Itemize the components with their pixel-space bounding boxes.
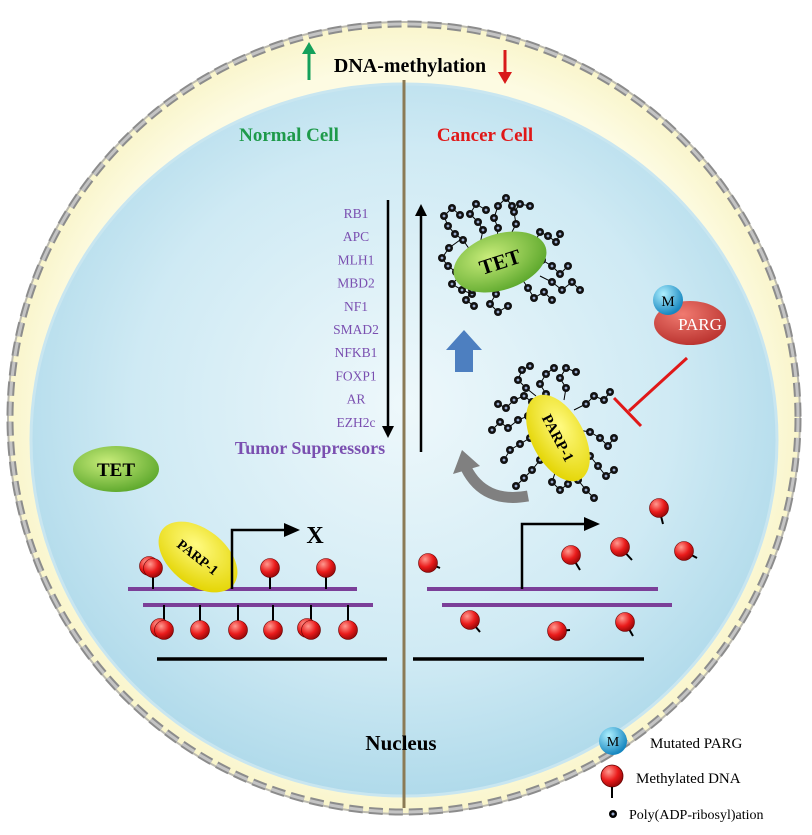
methyl-mark	[150, 605, 174, 640]
parg-label: PARG	[678, 315, 722, 334]
gene-ezh2c: EZH2c	[337, 415, 376, 430]
down-arrow-genes-head-icon	[382, 426, 394, 438]
header-group: DNA-methylation	[302, 42, 512, 84]
parp-parylation-chains	[488, 362, 618, 502]
gene-nfkb1: NFKB1	[335, 345, 378, 360]
left-transcription-arrow-head-icon	[284, 523, 300, 537]
methyl-mark	[297, 605, 321, 640]
par-chain	[577, 428, 618, 450]
dna-methylation-label: DNA-methylation	[334, 55, 486, 77]
gene-foxp1: FOXP1	[335, 368, 376, 383]
nucleus-label: Nucleus	[365, 731, 436, 755]
left-tet-label: TET	[97, 460, 135, 481]
par-chain	[486, 281, 512, 316]
methyl-mark	[561, 545, 581, 571]
legend-mutated-mark: M	[607, 735, 620, 750]
methyl-mark	[228, 605, 248, 640]
par-chain	[512, 447, 547, 490]
parg-mutation-label: M	[661, 294, 674, 310]
parg-enzyme: PARG M	[653, 285, 726, 345]
methyl-mark	[338, 605, 358, 640]
blocked-x-label: X	[306, 523, 324, 549]
legend: M Mutated PARG Methylated DNA Poly(ADP-r…	[599, 727, 764, 823]
arrow-up-head-icon	[302, 42, 316, 54]
methyl-mark	[610, 537, 633, 561]
methyl-mark	[263, 605, 283, 640]
methyl-mark	[460, 610, 481, 633]
right-tet-enzyme: TET	[453, 231, 547, 293]
par-chain	[466, 200, 490, 245]
cancer-cell-title: Cancer Cell	[437, 125, 533, 146]
par-chain	[509, 200, 534, 237]
methyl-mark	[139, 556, 163, 589]
legend-methylated-dna: Methylated DNA	[636, 771, 741, 787]
legend-mutated-icon	[599, 727, 627, 755]
normal-cell-title: Normal Cell	[239, 125, 339, 146]
methyl-mark	[615, 612, 635, 637]
methyl-mark	[190, 605, 210, 640]
parg-mutation-marker	[653, 285, 683, 315]
methyl-mark	[316, 558, 336, 589]
gene-apc: APC	[343, 229, 369, 244]
par-chain	[440, 204, 471, 251]
right-transcription-arrow-head-icon	[584, 517, 600, 531]
par-chain	[514, 362, 537, 397]
inhibition-symbol	[612, 356, 689, 428]
left-transcription-arrow	[230, 528, 288, 589]
up-arrow-genes-head-icon	[415, 204, 427, 216]
right-released-methyl-marks	[418, 498, 698, 641]
left-methyl-marks-top	[139, 556, 336, 589]
auto-modification-arrow	[453, 450, 529, 503]
methyl-mark	[547, 621, 571, 641]
par-chain	[519, 275, 556, 304]
left-tet-enzyme: TET	[73, 446, 159, 492]
methyl-mark	[674, 541, 698, 561]
legend-methyl-icon	[600, 764, 624, 788]
right-transcription-arrow	[520, 522, 588, 589]
par-chain	[556, 364, 580, 401]
tumor-suppressors-label: Tumor Suppressors	[235, 438, 385, 458]
arrow-down-head-icon	[498, 72, 512, 84]
methyl-mark	[649, 498, 669, 525]
methyl-mark	[260, 558, 280, 589]
gene-smad2: SMAD2	[333, 322, 379, 337]
gene-nf1: NF1	[344, 299, 368, 314]
gene-ar: AR	[347, 392, 366, 407]
par-chain	[539, 275, 584, 294]
par-chain	[573, 388, 614, 411]
right-parp1-enzyme: PARP-1	[526, 394, 590, 482]
right-dna	[413, 587, 672, 661]
legend-mutated-parg: Mutated PARG	[650, 736, 743, 752]
left-methyl-marks-bottom	[150, 605, 358, 640]
legend-parylation: Poly(ADP-ribosyl)ation	[629, 808, 764, 823]
gene-mlh1: MLH1	[338, 252, 375, 267]
thick-blue-up-arrow	[446, 330, 482, 372]
left-parp1-enzyme: PARP-1	[158, 521, 238, 593]
par-chain	[565, 469, 598, 502]
methyl-mark	[418, 553, 441, 573]
gene-rb1: RB1	[344, 206, 369, 221]
gene-mbd2: MBD2	[337, 276, 375, 291]
left-dna	[128, 587, 387, 661]
